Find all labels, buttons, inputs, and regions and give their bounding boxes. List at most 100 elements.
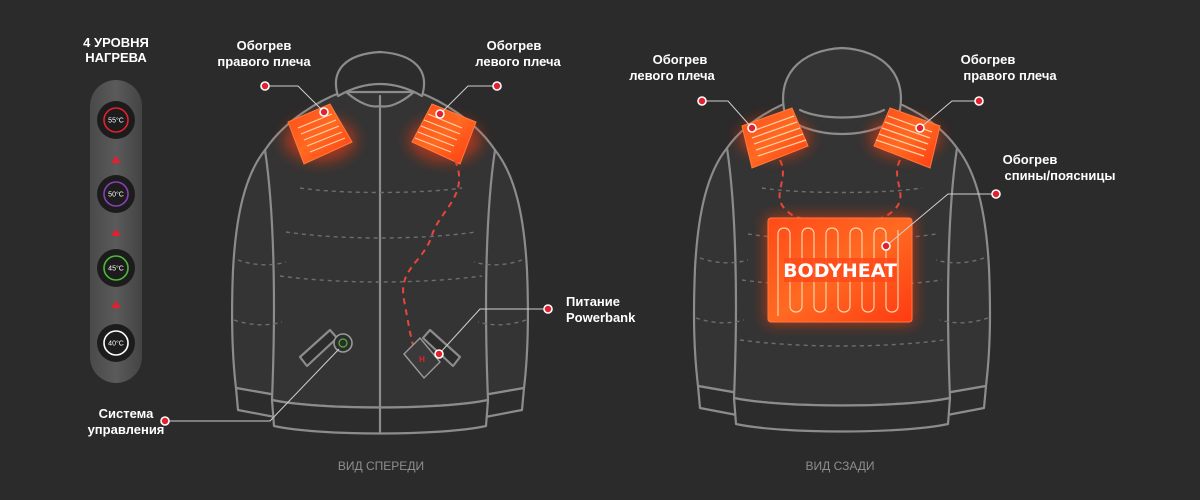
powerbank: H xyxy=(403,336,441,380)
heat-level-button xyxy=(97,324,135,362)
heat-level-ring xyxy=(103,255,129,281)
heat-levels-legend: 4 УРОВНЯ НАГРЕВА 55°C 50°C 45°C 40°C xyxy=(83,35,149,383)
front-seam xyxy=(473,259,523,266)
pad-heating-coil xyxy=(749,115,807,157)
callout-back-left-shoulder: Обогрев левого плеча xyxy=(629,52,757,133)
back-hood-line xyxy=(798,108,886,119)
front-seam xyxy=(233,319,283,326)
callout-dot xyxy=(434,349,444,359)
front-seam xyxy=(237,259,287,266)
heat-level-55[interactable]: 55°C xyxy=(97,101,135,139)
callout-line2: управления xyxy=(88,422,165,437)
back-seam xyxy=(761,187,923,194)
heat-level-40[interactable]: 40°C xyxy=(97,324,135,362)
callout-leader xyxy=(265,85,325,113)
control-button-outer xyxy=(333,333,353,353)
callout-front-right-shoulder: Обогрев правого плеча xyxy=(217,38,329,117)
brand-backplate xyxy=(784,258,896,282)
front-left-shoulder-pad xyxy=(411,103,477,165)
callout-dot xyxy=(697,96,707,106)
back-seam xyxy=(741,279,943,287)
heat-level-45[interactable]: 45°C xyxy=(97,249,135,287)
callout-dot xyxy=(991,189,1001,199)
level-up-arrow-icon xyxy=(111,229,121,236)
callout-leader xyxy=(919,100,979,129)
callout-dot xyxy=(915,123,925,133)
powerbank-body xyxy=(403,336,441,380)
callout-dot xyxy=(747,123,757,133)
heat-level-ring xyxy=(103,181,129,207)
back-seam xyxy=(939,317,989,324)
back-left-shoulder-pad xyxy=(741,107,809,169)
heat-level-temp: 45°C xyxy=(108,265,124,273)
callout-dot xyxy=(492,81,502,91)
pad-heating-coil xyxy=(297,113,346,153)
front-seam xyxy=(285,231,477,239)
callout-line2: Powerbank xyxy=(566,310,636,325)
callout-power: Питание Powerbank xyxy=(434,294,636,359)
pad-heating-coil xyxy=(414,113,463,153)
heat-level-ring xyxy=(103,107,129,133)
heat-level-button xyxy=(97,249,135,287)
callout-line1: Обогрев xyxy=(487,38,542,53)
callout-front-left-shoulder: Обогрев левого плеча xyxy=(435,38,562,119)
front-left-pocket xyxy=(421,328,462,368)
level-up-arrow-icon xyxy=(111,301,121,308)
power-icon xyxy=(338,338,348,348)
front-heat-pads xyxy=(284,103,481,165)
front-jacket xyxy=(230,50,530,435)
callout-line2: правого плеча xyxy=(217,54,311,69)
callout-dot xyxy=(160,416,170,426)
callout-leader xyxy=(438,308,548,355)
callout-control: Система управления xyxy=(88,348,340,437)
front-view-caption: ВИД СПЕРЕДИ xyxy=(338,459,424,473)
heat-level-ring xyxy=(103,330,129,356)
callout-line2: левого плеча xyxy=(475,54,561,69)
callout-line2: спины/поясницы xyxy=(1004,168,1115,183)
front-heating-wire xyxy=(402,159,461,349)
callout-dot xyxy=(435,109,445,119)
callout-line1: Питание xyxy=(566,294,620,309)
pad-heating-coil xyxy=(875,115,933,157)
callout-line1: Обогрев xyxy=(1003,152,1058,167)
back-heat-pads: BODYHEAT xyxy=(739,107,941,324)
heat-level-button xyxy=(97,101,135,139)
callout-line1: Система xyxy=(99,406,154,421)
powerbank-mark: H xyxy=(419,355,425,364)
control-button[interactable] xyxy=(333,333,353,353)
callout-line2: левого плеча xyxy=(629,68,715,83)
front-seam xyxy=(279,275,483,283)
back-view-caption: ВИД СЗАДИ xyxy=(805,459,874,473)
front-hood xyxy=(334,50,426,98)
heat-level-button xyxy=(97,175,135,213)
heat-level-50[interactable]: 50°C xyxy=(97,175,135,213)
front-seam xyxy=(477,319,527,326)
callout-back-right-shoulder: Обогрев правого плеча xyxy=(915,52,1057,133)
legend-title-line1: 4 УРОВНЯ xyxy=(83,35,149,50)
back-seam xyxy=(935,257,985,264)
legend-title-line2: НАГРЕВА xyxy=(85,50,147,65)
back-hem xyxy=(732,396,952,433)
callout-line1: Обогрев xyxy=(653,52,708,67)
back-seam xyxy=(747,233,937,241)
callout-line1: Обогрев xyxy=(237,38,292,53)
level-up-arrow-icon xyxy=(111,156,121,163)
back-seam xyxy=(695,317,745,324)
callout-leader xyxy=(439,85,497,115)
heat-level-temp: 50°C xyxy=(108,191,124,199)
heat-level-temp: 55°C xyxy=(108,117,124,125)
callout-dot xyxy=(881,241,891,251)
brand-logo: BODYHEAT xyxy=(783,260,897,282)
callout-leader xyxy=(702,100,753,129)
callout-dot xyxy=(543,304,553,314)
back-seam xyxy=(699,257,749,264)
callout-line1: Обогрев xyxy=(961,52,1016,67)
callout-leader xyxy=(885,193,996,247)
front-seam xyxy=(299,187,463,194)
callout-dot xyxy=(319,107,329,117)
back-right-shoulder-pad xyxy=(873,107,941,169)
callout-line2: правого плеча xyxy=(963,68,1057,83)
callout-dot xyxy=(260,81,270,91)
callout-leader xyxy=(165,348,340,422)
